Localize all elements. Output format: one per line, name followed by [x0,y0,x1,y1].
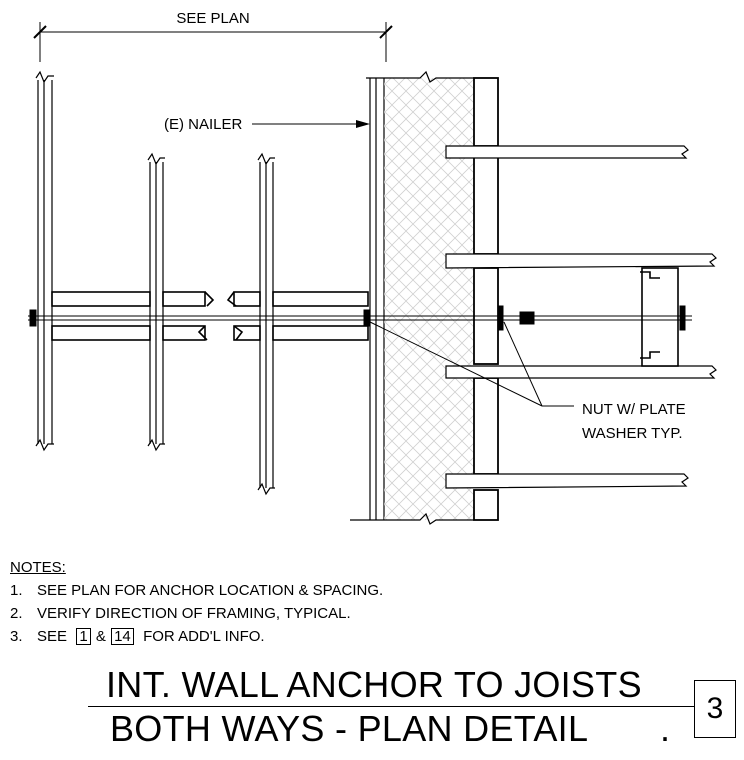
note-text: VERIFY DIRECTION OF FRAMING, TYPICAL. [37,605,351,622]
blocking-upper [51,291,369,307]
nut-callout-line2: WASHER TYP. [582,425,683,442]
title-line-2: BOTH WAYS - PLAN DETAIL [110,708,589,749]
joist-4 [445,473,689,489]
joist-blocking [640,267,679,367]
threaded-rod [28,315,692,321]
note-ampersand: & [95,628,106,645]
note-item: 3. SEE 1 & 14 FOR ADD'L INFO. [10,625,383,648]
stud-left-1 [35,70,54,452]
note-text-pre: SEE [37,628,68,645]
title-trailing-dot: . [660,708,671,749]
joist-3 [445,365,717,379]
nut-callout-line1: NUT W/ PLATE [582,401,686,418]
note-item: 1. SEE PLAN FOR ANCHOR LOCATION & SPACIN… [10,579,383,602]
blocking-lower [51,325,369,341]
title-line-1: INT. WALL ANCHOR TO JOISTS [106,664,642,705]
dimension-see-plan [33,22,393,62]
detail-ref-box: 1 [76,628,91,645]
notes-title: NOTES: [10,559,66,576]
joist-2 [445,253,717,269]
joist-1 [445,145,689,159]
existing-nailer [369,78,385,520]
detail-number: 3 [706,692,724,725]
note-number: 1. [10,582,23,599]
nailer-leader [252,120,370,128]
detail-number-box: 3 [694,680,736,738]
notes-block: NOTES: 1. SEE PLAN FOR ANCHOR LOCATION &… [10,556,383,648]
nailer-callout: (E) NAILER [164,116,243,133]
note-text-post: FOR ADD'L INFO. [143,628,265,645]
wall-break-lines [350,70,474,525]
masonry-wall [384,78,474,520]
title-rule [88,706,694,707]
note-number: 2. [10,605,23,622]
stud-left-3 [257,152,275,496]
note-number: 3. [10,628,23,645]
note-text: SEE 1 & 14 FOR ADD'L INFO. [37,625,265,648]
wall-stud-right [473,77,499,521]
dimension-label: SEE PLAN [176,10,249,27]
rod-hardware [29,305,686,331]
detail-ref-box: 14 [111,628,134,645]
note-item: 2. VERIFY DIRECTION OF FRAMING, TYPICAL. [10,602,383,625]
nut-leaders [369,321,574,407]
note-text: SEE PLAN FOR ANCHOR LOCATION & SPACING. [37,582,384,599]
